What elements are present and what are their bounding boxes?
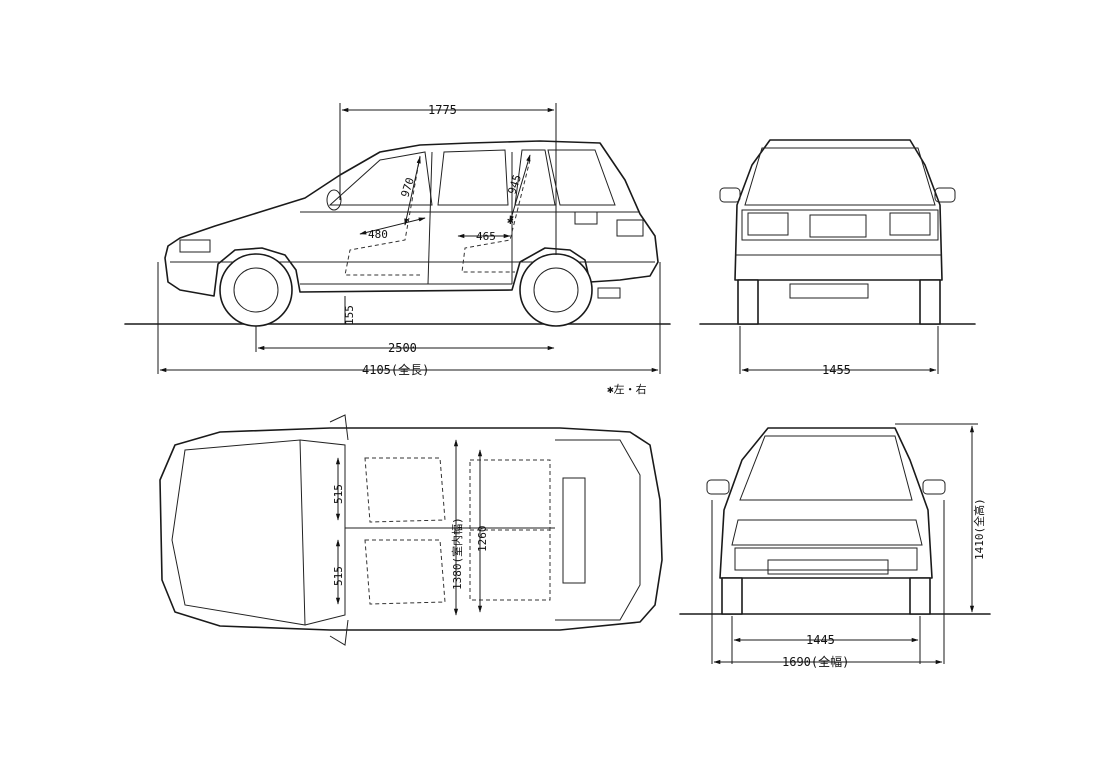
note-left-right: ✱左・右 bbox=[607, 382, 647, 396]
side-view bbox=[124, 140, 671, 327]
side-body-outline bbox=[164, 140, 659, 297]
dim-4105-label: 4105(全長) bbox=[362, 362, 429, 377]
dim-1410-label: 1410(全高) bbox=[972, 498, 986, 560]
front-wheel bbox=[219, 253, 293, 327]
front-view bbox=[679, 427, 991, 615]
side-windows bbox=[328, 149, 616, 206]
dim-1260-label: 1260 bbox=[476, 526, 489, 553]
dim-480-label: 480 bbox=[368, 228, 388, 241]
top-body-outline bbox=[159, 427, 663, 631]
dim-465-label: 465 bbox=[476, 230, 496, 243]
dim-1775-label: 1775 bbox=[428, 103, 457, 117]
dim-1690-label: 1690(全幅) bbox=[782, 654, 849, 669]
dim-155-label: 155 bbox=[343, 305, 356, 325]
dim-515-upper-label: 515 bbox=[332, 484, 345, 504]
rear-wheel bbox=[519, 253, 593, 327]
top-front-seat-right bbox=[364, 539, 446, 605]
top-front-seat-left bbox=[364, 457, 446, 523]
dim-945-label: 945 bbox=[505, 173, 524, 196]
dim-2500-label: 2500 bbox=[388, 341, 417, 355]
dim-1380-label: 1380(室内幅) bbox=[450, 517, 464, 590]
rear-dimensions: 1455 bbox=[739, 326, 939, 377]
dim-515-lower-label: 515 bbox=[332, 566, 345, 586]
front-body-outline bbox=[719, 427, 933, 579]
top-dimensions: 515 515 1380(室内幅) 1260 bbox=[332, 439, 489, 616]
dim-1455-label: 1455 bbox=[822, 363, 851, 377]
front-dimensions: 1445 1690(全幅) 1410(全高) bbox=[711, 423, 986, 669]
rear-view bbox=[699, 139, 976, 325]
top-view bbox=[159, 414, 663, 646]
side-dimensions: 1775 480 465 970 945 ✱ 155 2500 4105(全長)… bbox=[157, 103, 661, 396]
dim-970-label: 970 bbox=[398, 176, 417, 199]
rear-seat-mark: ✱ bbox=[507, 214, 514, 227]
dim-1445-label: 1445 bbox=[806, 633, 835, 647]
